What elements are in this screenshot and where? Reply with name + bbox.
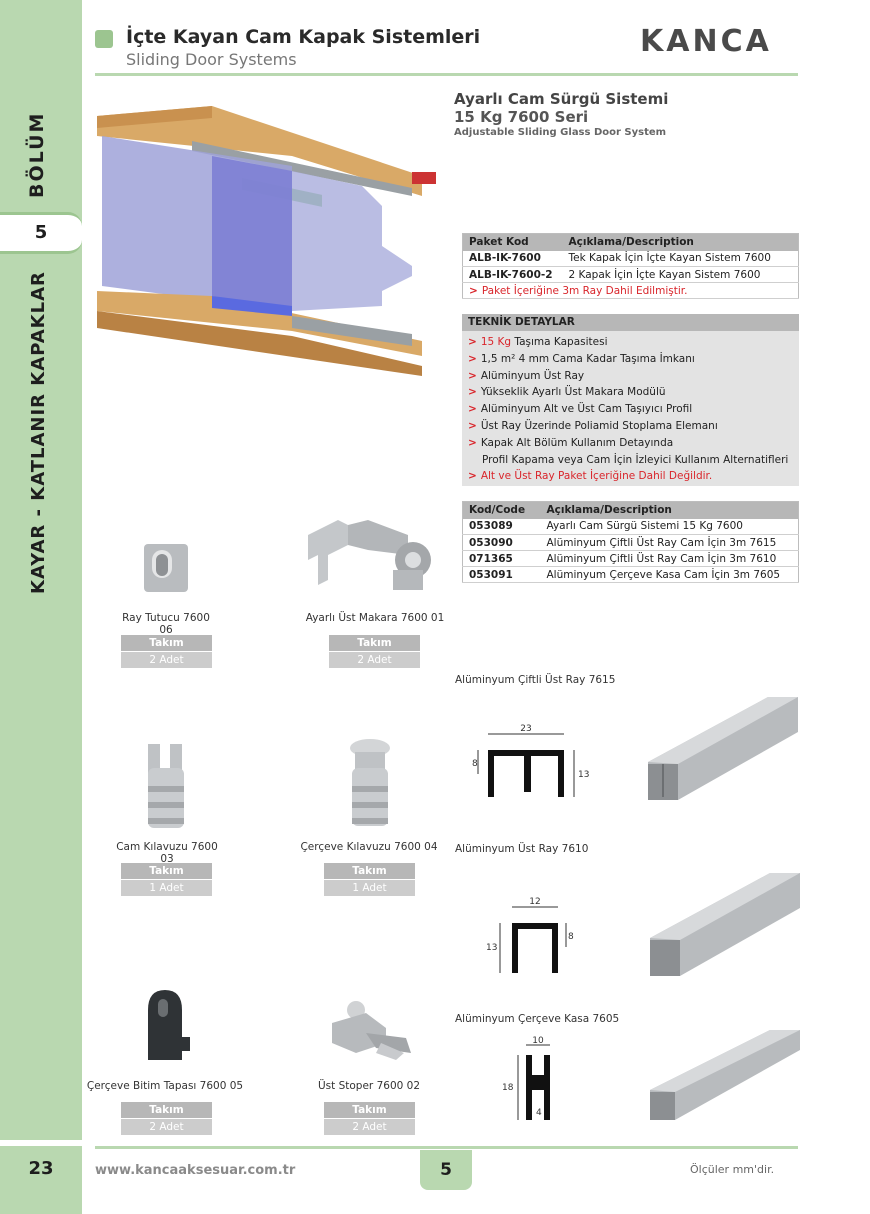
list-item: >Alt ve Üst Ray Paket İçeriğine Dahil De… (468, 470, 713, 483)
package-col-code: Paket Kod (462, 233, 563, 251)
part-label: Çerçeve Kılavuzu 7600 04 (300, 841, 438, 853)
part-qty-box: Takım 2 Adet (329, 635, 420, 668)
double-top-rail-3d-icon (648, 697, 798, 800)
list-item: >Üst Ray Üzerinde Poliamid Stoplama Elem… (468, 419, 718, 432)
list-item: >Alüminyum Alt ve Üst Cam Taşıyıcı Profi… (468, 403, 693, 416)
frame-end-cap-icon (148, 990, 190, 1060)
table-row: ALB-IK-7600 Tek Kapak İçin İçte Kayan Si… (462, 250, 799, 267)
dim-label: 18 (502, 1083, 514, 1093)
product-english-title: Adjustable Sliding Glass Door System (454, 127, 667, 138)
package-code: ALB-IK-7600 (462, 250, 563, 267)
part-qty-box: Takım 2 Adet (121, 635, 212, 668)
footer-divider (95, 1146, 798, 1149)
section-number-tab (0, 212, 82, 254)
tech-heading: TEKNİK DETAYLAR (462, 314, 799, 331)
sliding-door-illustration (97, 106, 436, 376)
header-divider (95, 73, 798, 76)
package-code: ALB-IK-7600-2 (462, 266, 563, 283)
section-number: 5 (34, 222, 48, 243)
frame-guide-icon (350, 739, 390, 826)
dim-label: 8 (472, 759, 478, 769)
package-desc: Tek Kapak İçin İçte Kayan Sistem 7600 (562, 250, 799, 267)
section-label: BÖLÜM (26, 111, 48, 198)
table-row: >Paket İçeriğine 3m Ray Dahil Edilmiştir… (462, 282, 799, 299)
category-label: KAYAR - KATLANIR KAPAKLAR (28, 271, 49, 595)
part-label: Ayarlı Üst Makara 7600 01 (305, 612, 445, 624)
dim-label: 4 (536, 1108, 542, 1118)
package-table: Paket Kod Açıklama/Description ALB-IK-76… (462, 233, 799, 299)
left-sidebar (0, 0, 82, 1140)
brand-logo: KANCA (640, 24, 772, 59)
tech-list: >15 Kg Taşıma Kapasitesi >1,5 m² 4 mm Ca… (468, 334, 798, 485)
page-subtitle: Sliding Door Systems (126, 50, 297, 69)
top-stopper-icon (332, 1001, 411, 1060)
dim-label: 10 (532, 1036, 544, 1046)
profile-label: Alüminyum Çiftli Üst Ray 7615 (455, 674, 616, 686)
list-item: >1,5 m² 4 mm Cama Kadar Taşıma İmkanı (468, 352, 695, 365)
frame-profile-section-icon: 10 18 4 (502, 1036, 550, 1120)
list-item: >15 Kg Taşıma Kapasitesi (468, 336, 608, 348)
units-note: Ölçüler mm'dir. (690, 1163, 775, 1176)
dim-label: 13 (486, 943, 497, 953)
profile-label: Alüminyum Üst Ray 7610 (455, 843, 589, 855)
top-rail-section-icon: 12 13 8 (486, 897, 574, 973)
part-label: Üst Stoper 7600 02 (317, 1080, 421, 1092)
top-rail-3d-icon (650, 873, 800, 976)
package-desc: 2 Kapak İçin İçte Kayan Sistem 7600 (562, 266, 799, 283)
arrow-icon: > (469, 284, 478, 297)
product-title: Ayarlı Cam Sürgü Sistemi (454, 90, 669, 108)
package-col-desc: Açıklama/Description (562, 233, 799, 251)
list-item: Profil Kapama veya Cam İçin İzleyici Kul… (482, 453, 789, 466)
product-series: 15 Kg 7600 Seri (454, 108, 589, 126)
part-label: Çerçeve Bitim Tapası 7600 05 (86, 1080, 244, 1092)
list-item: >Kapak Alt Bölüm Kullanım Detayında (468, 436, 674, 449)
profile-label: Alüminyum Çerçeve Kasa 7605 (455, 1013, 620, 1025)
part-qty-box: Takım 1 Adet (324, 863, 415, 896)
dim-label: 13 (578, 770, 589, 780)
table-row: ALB-IK-7600-2 2 Kapak İçin İçte Kayan Si… (462, 266, 799, 283)
list-item: >Yükseklik Ayarlı Üst Makara Modülü (468, 386, 666, 399)
page-number-block (0, 1146, 82, 1214)
section-tab (420, 1150, 472, 1190)
website-link[interactable]: www.kancaaksesuar.com.tr (95, 1163, 296, 1178)
rail-holder-icon (144, 544, 188, 592)
part-qty-box: Takım 2 Adet (121, 1102, 212, 1135)
code-col-desc: Açıklama/Description (540, 501, 799, 519)
page-number: 23 (28, 1158, 54, 1179)
adjustable-roller-icon (308, 520, 431, 590)
package-note: >Paket İçeriğine 3m Ray Dahil Edilmiştir… (462, 282, 799, 299)
package-table-wrap: Paket Kod Açıklama/Description ALB-IK-76… (462, 233, 799, 299)
part-label: Ray Tutucu 7600 06 (122, 612, 210, 636)
package-note-text: Paket İçeriğine 3m Ray Dahil Edilmiştir. (481, 284, 688, 297)
glass-guide-icon (148, 744, 184, 828)
dim-label: 23 (520, 724, 531, 734)
dim-label: 8 (568, 932, 574, 942)
tech-details-box (462, 314, 799, 486)
dim-label: 12 (529, 897, 540, 907)
page-title: İçte Kayan Cam Kapak Sistemleri (126, 26, 481, 48)
code-col-code: Kod/Code (462, 501, 541, 519)
part-label: Cam Kılavuzu 7600 03 (116, 841, 218, 865)
header-square-icon (95, 30, 113, 48)
section-tab-number: 5 (440, 1160, 452, 1180)
list-item: >Alüminyum Üst Ray (468, 369, 585, 382)
frame-profile-3d-icon (650, 1030, 800, 1120)
part-qty-box: Takım 2 Adet (324, 1102, 415, 1135)
double-top-rail-section-icon: 23 8 13 (472, 724, 589, 797)
part-qty-box: Takım 1 Adet (121, 863, 212, 896)
